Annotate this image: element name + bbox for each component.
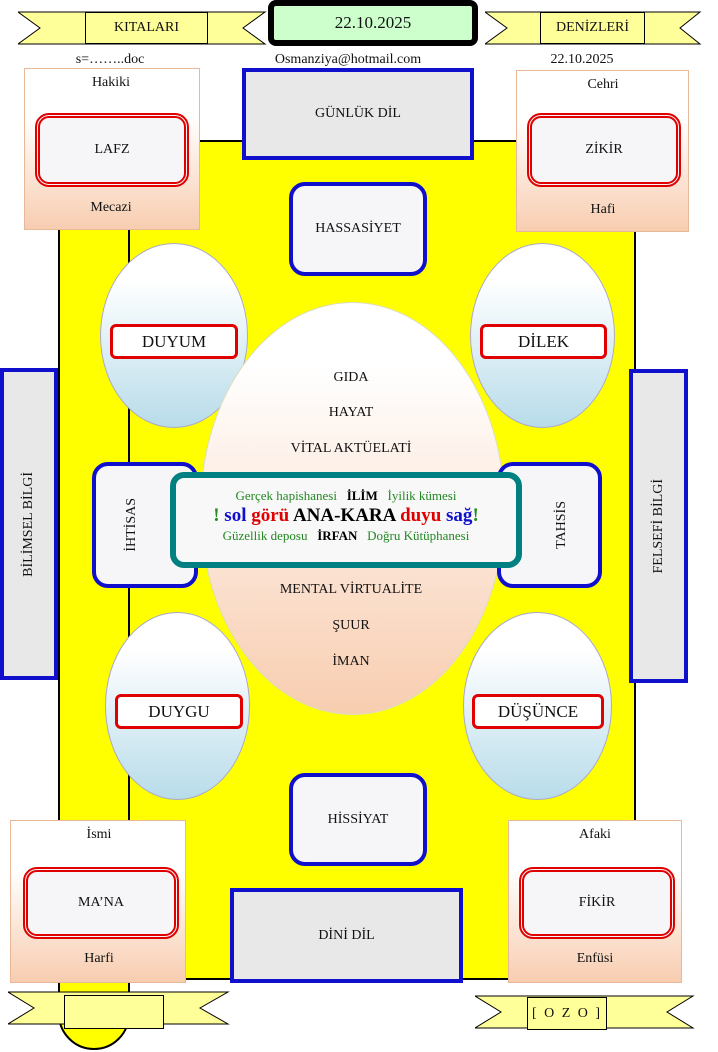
core-ana-kara: ANA-KARA bbox=[292, 505, 396, 526]
card-center-box: ZİKİR bbox=[527, 113, 681, 187]
card-top-label: Cehri bbox=[587, 77, 619, 92]
card-bottom-label: Hafi bbox=[590, 202, 616, 217]
date-box: 22.10.2025 bbox=[268, 0, 478, 46]
card-top-right: Cehri ZİKİR Hafi bbox=[516, 70, 689, 232]
core-sag: sağ bbox=[446, 505, 473, 526]
card-top-label: Hakiki bbox=[91, 75, 131, 90]
core-iyilik: İyilik kümesi bbox=[387, 488, 457, 503]
label-dilek: DİLEK bbox=[480, 324, 607, 359]
card-top-label: İsmi bbox=[86, 827, 112, 842]
box-dini-dil: DİNİ DİL bbox=[230, 888, 463, 983]
tahsis-label: TAHSİS bbox=[554, 501, 569, 549]
header-date: 22.10.2025 bbox=[550, 52, 614, 67]
box-gunluk-dil: GÜNLÜK DİL bbox=[242, 68, 474, 160]
center-mental: MENTAL VİRTUALİTE bbox=[279, 582, 423, 597]
core-row-2: ! sol görü ANA-KARA duyu sağ! bbox=[176, 504, 516, 528]
banner-bottom-left bbox=[64, 995, 164, 1029]
core-row-3: Güzellik deposu İRFAN Doğru Kütüphanesi bbox=[176, 528, 516, 544]
label-duygu: DUYGU bbox=[115, 694, 243, 729]
box-hassasiyet: HASSASİYET bbox=[289, 182, 427, 276]
center-iman: İMAN bbox=[332, 654, 370, 669]
core-guzellik: Güzellik deposu bbox=[222, 528, 308, 543]
core-ilim: İLİM bbox=[346, 488, 378, 503]
center-hayat: HAYAT bbox=[328, 405, 374, 420]
label-duyum: DUYUM bbox=[110, 324, 238, 359]
center-vital: VİTAL AKTÜELATİ bbox=[290, 441, 412, 456]
core-dogru: Doğru Kütüphanesi bbox=[367, 528, 470, 543]
card-bottom-right: Afaki FİKİR Enfüsi bbox=[508, 820, 682, 983]
email: Osmanziya@hotmail.com bbox=[274, 52, 422, 67]
core-excl-left: ! bbox=[213, 505, 220, 526]
card-bottom-label: Enfüsi bbox=[576, 951, 614, 966]
card-center-box: FİKİR bbox=[519, 867, 675, 939]
core-goru: görü bbox=[251, 505, 290, 526]
card-bottom-label: Mecazi bbox=[90, 200, 132, 215]
banner-denizleri: DENİZLERİ bbox=[540, 12, 645, 44]
core-sol: sol bbox=[224, 505, 247, 526]
bar-bilimsel-bilgi: BİLİMSEL BİLGİ bbox=[0, 368, 58, 680]
banner-kitalari: KITALARI bbox=[85, 12, 208, 44]
card-bottom-left: İsmi MA’NA Harfi bbox=[10, 820, 186, 983]
card-center-box: LAFZ bbox=[35, 113, 189, 187]
file-name: s=……..doc bbox=[75, 52, 145, 67]
center-suur: ŞUUR bbox=[332, 618, 370, 633]
card-top-label: Afaki bbox=[579, 827, 611, 842]
ihtisas-label: İHTİSAS bbox=[124, 498, 139, 552]
core-gercek: Gerçek hapishanesi bbox=[235, 488, 337, 503]
label-dusunce: DÜŞÜNCE bbox=[472, 694, 604, 729]
core-irfan: İRFAN bbox=[317, 528, 358, 543]
card-top-left: Hakiki LAFZ Mecazi bbox=[24, 68, 200, 230]
banner-ozo: [ O Z O ] bbox=[527, 997, 607, 1030]
core-box: Gerçek hapishanesi İLİM İyilik kümesi ! … bbox=[170, 472, 522, 568]
card-center-box: MA’NA bbox=[23, 867, 179, 939]
card-bottom-label: Harfi bbox=[84, 951, 114, 966]
bar-felsefi-bilgi: FELSEFİ BİLGİ bbox=[629, 369, 688, 683]
box-hissiyat: HİSSİYAT bbox=[289, 773, 427, 866]
core-duyu: duyu bbox=[400, 505, 442, 526]
felsefi-label: FELSEFİ BİLGİ bbox=[650, 478, 666, 574]
core-excl-right: ! bbox=[472, 505, 479, 526]
core-row-1: Gerçek hapishanesi İLİM İyilik kümesi bbox=[176, 488, 516, 504]
center-gida: GIDA bbox=[333, 370, 369, 385]
bilimsel-label: BİLİMSEL BİLGİ bbox=[21, 471, 36, 577]
